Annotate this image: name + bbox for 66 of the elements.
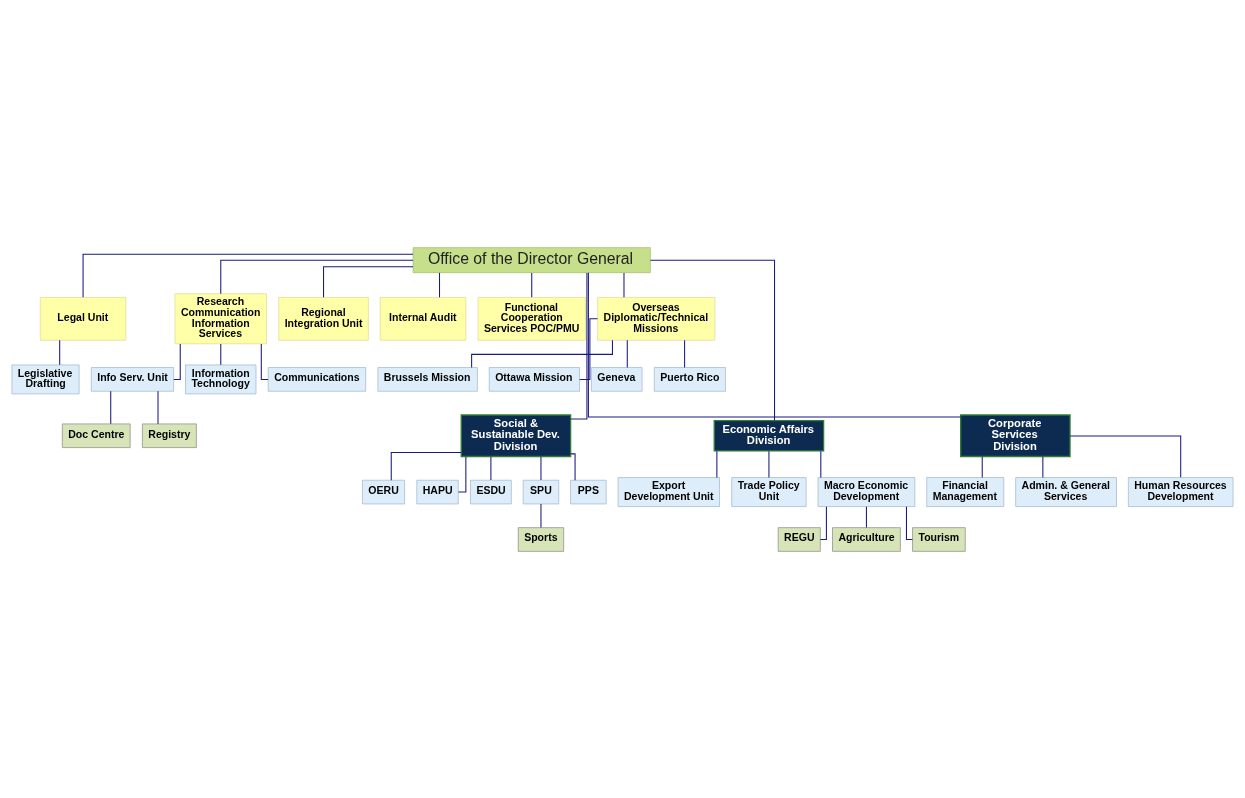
node-box: REGU (777, 526, 821, 552)
node-box: Tourism (912, 526, 966, 552)
node-box: Admin. & General Services (1015, 476, 1117, 507)
connector (905, 505, 913, 540)
node-box: Corporate Services Division (960, 413, 1071, 457)
node-box: Export Development Unit (617, 476, 720, 507)
node-box: Human Resources Development (1128, 476, 1234, 507)
connector (220, 259, 414, 294)
node-box: Information Technology (185, 364, 257, 394)
node-box: Puerto Rico (653, 366, 726, 392)
connector (649, 259, 776, 421)
node-box: Legal Unit (39, 296, 127, 341)
node-box: Office of the Director General (412, 246, 651, 273)
connector (1042, 455, 1044, 478)
node-box: HAPU (416, 479, 459, 504)
connector (110, 390, 112, 424)
node-box: Social & Sustainable Dev. Division (460, 413, 572, 457)
node-box: Trade Policy Unit (731, 476, 807, 507)
connector (579, 317, 599, 380)
connector (716, 450, 718, 478)
node-box: Ottawa Mission (488, 366, 580, 392)
connector (819, 505, 827, 540)
connector (220, 342, 222, 365)
node-box: OERU (362, 479, 405, 504)
node-box: PPS (570, 479, 607, 504)
node-box: Legislative Drafting (11, 364, 80, 394)
node-box: Functional Cooperation Services POC/PMU (477, 296, 586, 341)
node-box: ESDU (470, 479, 512, 504)
node-box: Brussels Mission (377, 366, 478, 392)
node-box: Sports (517, 526, 565, 552)
connector (457, 455, 467, 493)
node-box: Research Communication Information Services (174, 292, 267, 344)
node-box: Doc Centre (62, 423, 131, 448)
connector (59, 339, 61, 365)
node-box: Macro Economic Development (817, 476, 916, 507)
connector (626, 339, 628, 368)
connector (260, 342, 269, 380)
node-box: Regional Integration Unit (278, 296, 369, 341)
node-box: Economic Affairs Division (713, 419, 825, 452)
connector (323, 265, 414, 298)
connector (471, 339, 613, 368)
connector (390, 451, 462, 481)
node-box: Overseas Diplomatic/Technical Missions (597, 296, 716, 341)
node-box: Geneva (591, 366, 643, 392)
node-box: Communications (267, 366, 367, 392)
connector (570, 271, 588, 419)
connector (684, 339, 686, 368)
connector (82, 253, 414, 298)
node-box: Registry (142, 423, 197, 448)
connector (173, 342, 181, 380)
connector (587, 271, 962, 417)
node-box: Agriculture (832, 526, 901, 552)
connector (1069, 435, 1182, 478)
connector (570, 452, 576, 481)
node-box: Internal Audit (379, 296, 467, 341)
node-box: Financial Management (926, 476, 1005, 507)
connector (490, 455, 492, 481)
connector (768, 450, 770, 478)
connector (981, 455, 983, 478)
connector (531, 271, 533, 298)
connector (438, 271, 441, 298)
node-box: Info Serv. Unit (90, 366, 174, 392)
connector (820, 450, 822, 478)
node-box: SPU (522, 479, 560, 504)
connector (540, 455, 542, 481)
connector (865, 505, 867, 528)
